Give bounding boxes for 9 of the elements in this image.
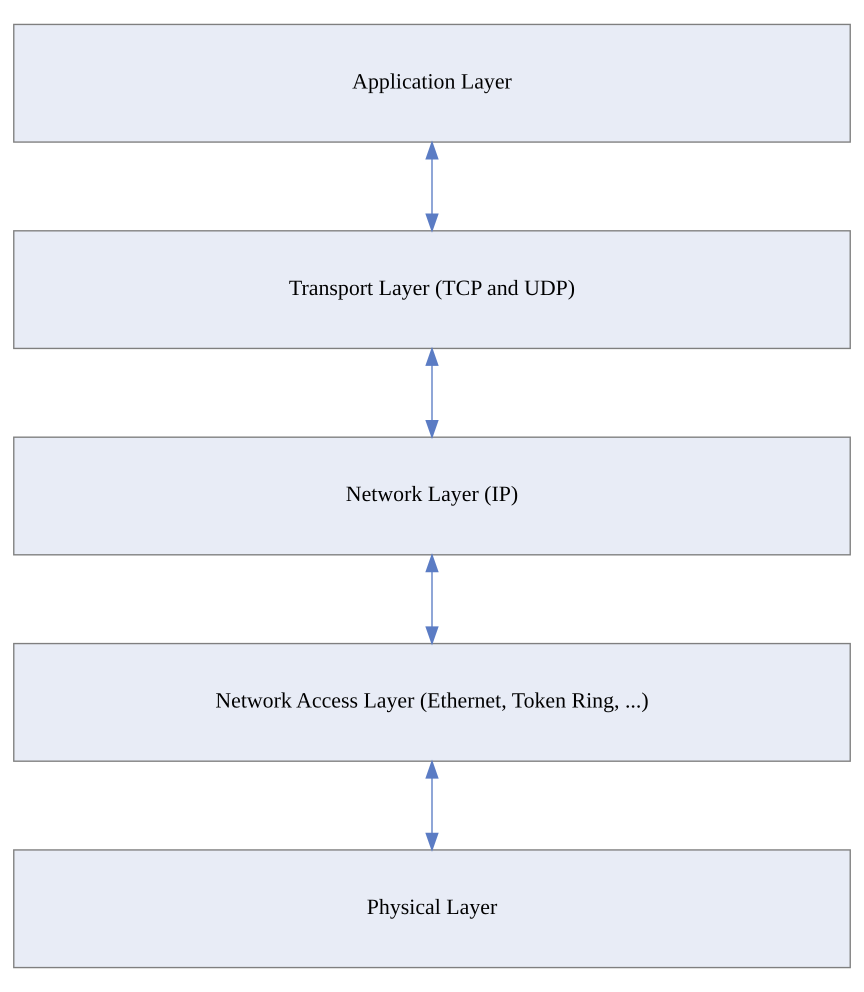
arrow	[425, 140, 439, 233]
node-box: Network Access Layer (Ethernet, Token Ring, ...)	[13, 642, 851, 762]
arrow	[425, 760, 439, 852]
arrow	[425, 553, 439, 646]
node-box: Application Layer	[13, 24, 851, 143]
node-box: Network Layer (IP)	[13, 436, 851, 556]
arrow	[425, 346, 439, 440]
node-box: Physical Layer	[13, 849, 851, 968]
node-box: Transport Layer (TCP and UDP)	[13, 230, 851, 350]
